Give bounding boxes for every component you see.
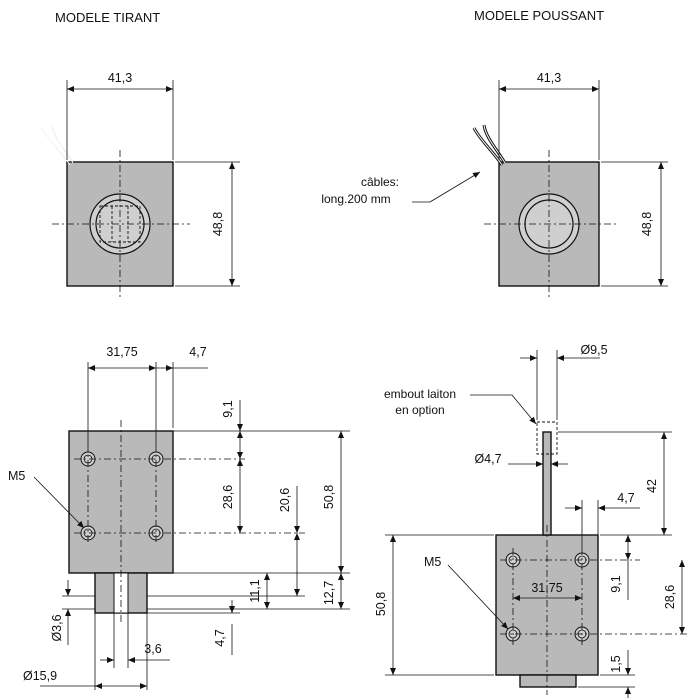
dim-mid: 20,6: [278, 488, 292, 512]
view-bottom-right: Ø9,5 embout laiton en option Ø4,7 42 4,7…: [374, 343, 690, 698]
dim-bottom-right: 1,5: [609, 655, 623, 672]
dim-plunger-diameter: Ø15,9: [23, 669, 57, 683]
dim-height-bottom-right: 50,8: [374, 592, 388, 616]
title-modele-poussant: MODELE POUSSANT: [474, 8, 604, 23]
dim-hole-vertical-right: 28,6: [663, 585, 677, 609]
embout-note-line1: embout laiton: [384, 387, 456, 401]
push-rod: [542, 431, 552, 536]
dim-height-label-right: 48,8: [640, 212, 654, 236]
dim-height-bottom-left: 50,8: [322, 485, 336, 509]
view-bottom-left: 31,75 4,7 M5 9,1 28,6 20,6 50,8 11,1 12,…: [8, 345, 350, 690]
dim-edge-right: 4,7: [617, 491, 634, 505]
m5-label-left: M5: [8, 469, 25, 483]
base-collar: [519, 674, 577, 688]
dim-plunger-length: 11,1: [248, 579, 262, 602]
cables-note-line1: câbles:: [361, 175, 399, 189]
dim-plunger-total: 12,7: [322, 581, 336, 605]
dim-top-offset-right: 9,1: [609, 575, 623, 592]
view-top-right: câbles: long.200 mm 41,3 48,8: [321, 71, 668, 300]
m5-label-right: M5: [424, 555, 441, 569]
dim-slot-depth: 4,7: [213, 629, 227, 646]
cables-leader: [429, 171, 481, 203]
dim-edge: 4,7: [189, 345, 206, 359]
optional-brass-tip: [536, 421, 558, 455]
title-modele-tirant: MODELE TIRANT: [55, 10, 160, 25]
dim-hole-spacing: 31,75: [106, 345, 137, 359]
view-top-left: 41,3 48,8: [41, 71, 240, 300]
dim-rod-length: 42: [645, 479, 659, 493]
dim-rod-diameter: Ø4,7: [474, 452, 501, 466]
dim-slot-width: 3,6: [144, 642, 161, 656]
embout-note-line2: en option: [395, 403, 444, 417]
dim-height-label: 48,8: [211, 212, 225, 236]
dim-top-offset: 9,1: [221, 400, 235, 417]
dim-hole-vertical: 28,6: [221, 485, 235, 509]
plunger-circle-outer: [89, 193, 151, 255]
dim-slot-diameter: Ø3,6: [50, 614, 64, 641]
dim-hole-spacing-right: 31,75: [531, 581, 562, 595]
dim-width-label: 41,3: [108, 71, 132, 85]
dim-tip-diameter: Ø9,5: [580, 343, 607, 357]
dim-width-label-right: 41,3: [537, 71, 561, 85]
cables-note-line2: long.200 mm: [321, 192, 390, 206]
